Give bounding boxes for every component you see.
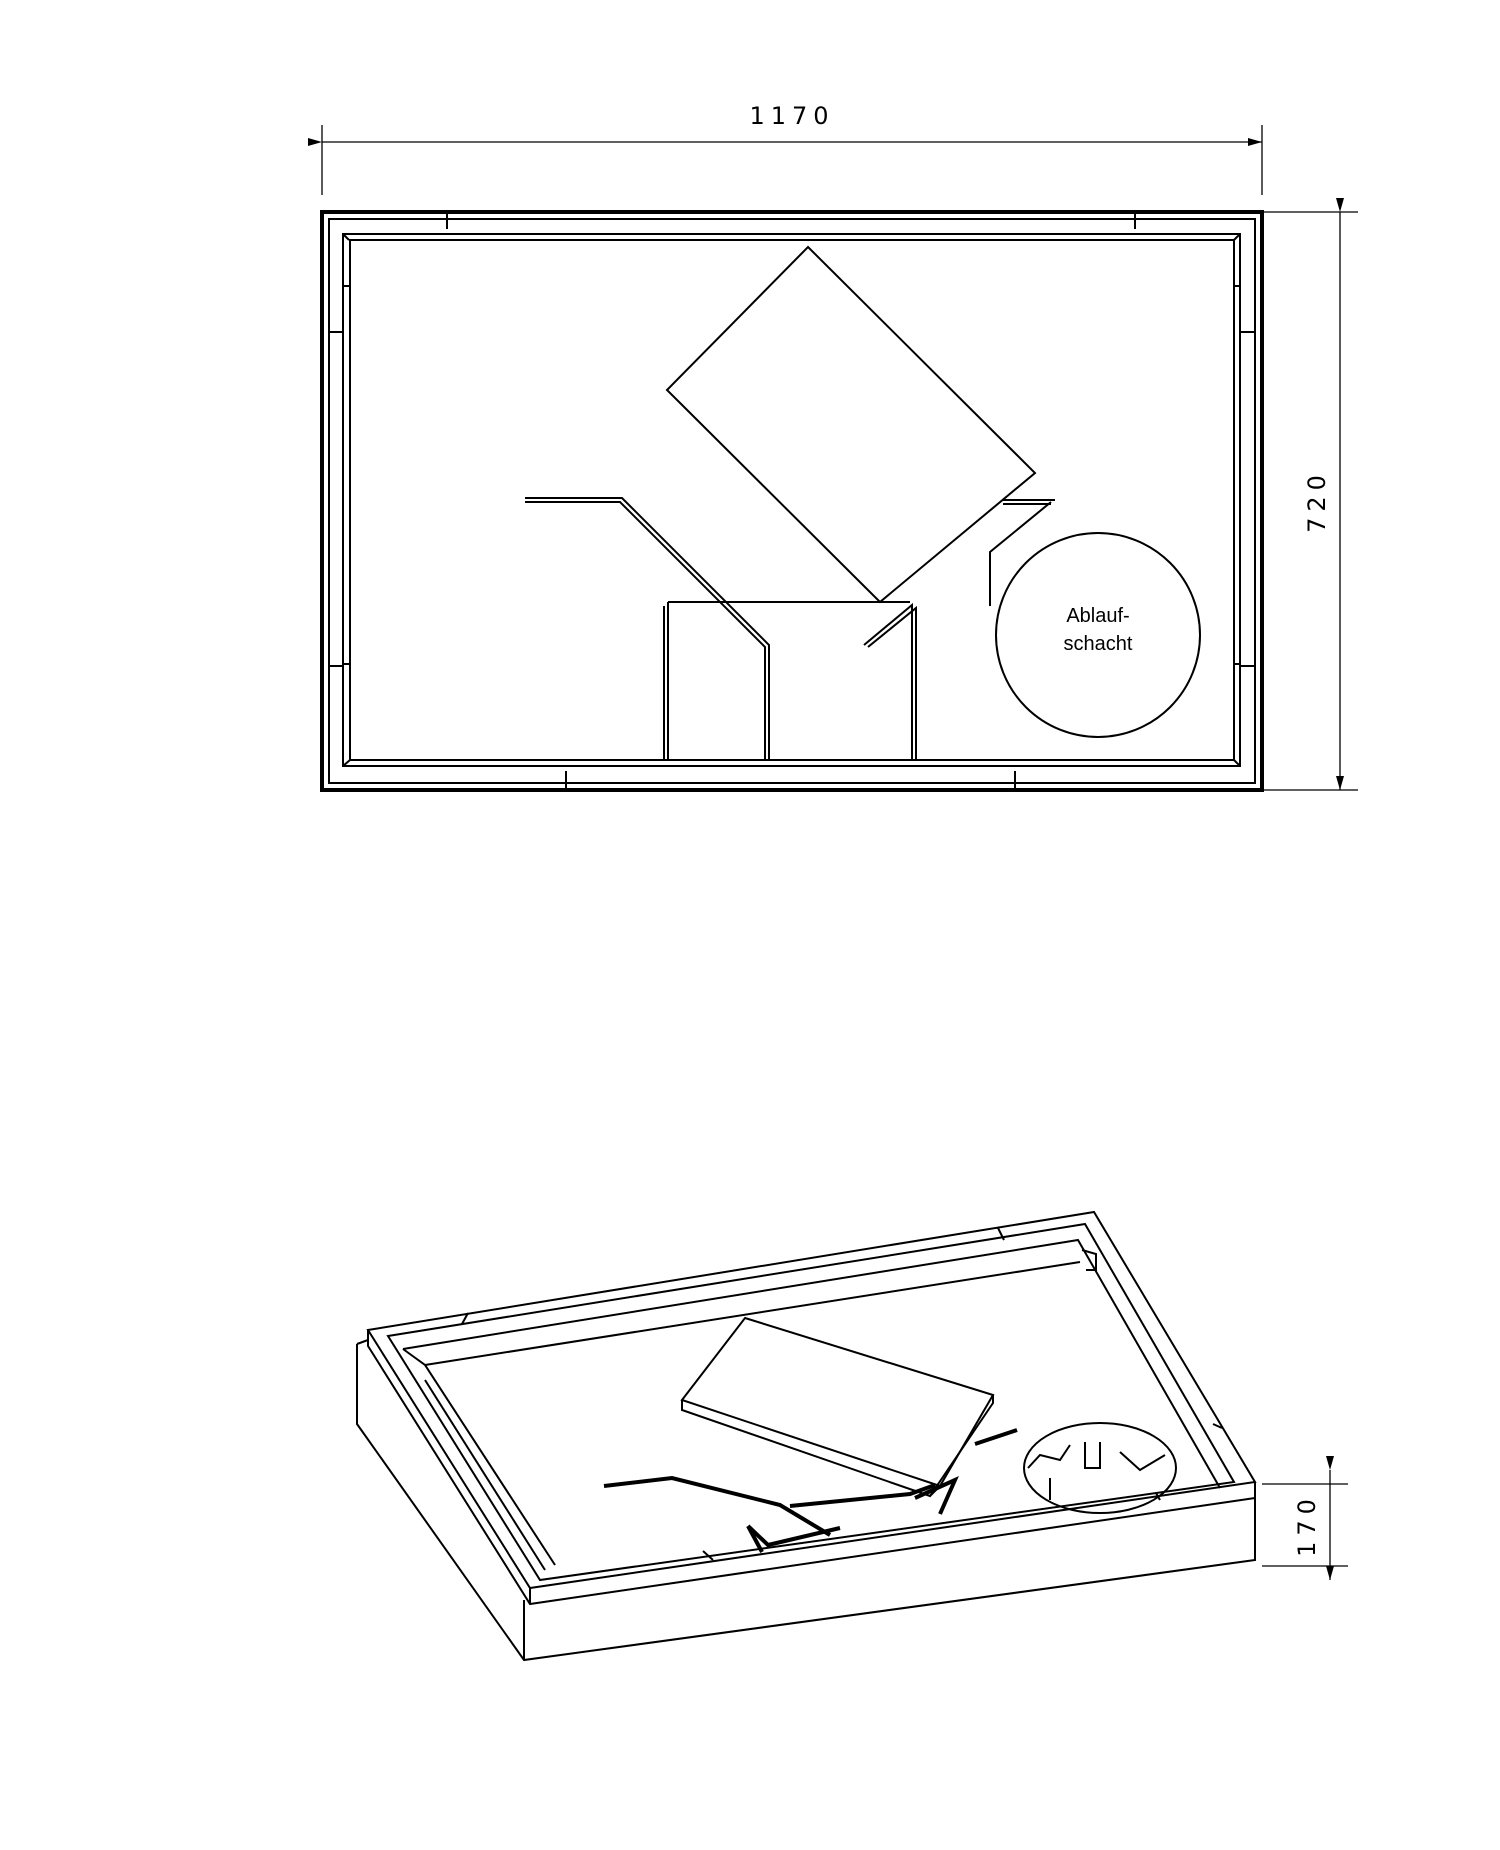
drain-shaft-label-line2: schacht [1064,633,1133,655]
drain-channel [525,497,1055,760]
width-dimension: 1170 [308,102,1263,195]
drain-cover-plate [665,245,1037,604]
tray-frame [320,210,1264,792]
iso-base-box [356,1339,1256,1662]
depth-dimension: 720 [1262,198,1358,791]
iso-drain-shaft [1023,1422,1177,1514]
drain-shaft-label-line1: Ablauf- [1066,605,1129,627]
height-dimension-label: 170 [1293,1493,1321,1557]
plan-view: 1170 720 [308,102,1358,792]
height-dimension: 170 [1262,1456,1348,1580]
width-dimension-label: 1170 [749,102,834,130]
drain-shaft: Ablauf- schacht [995,532,1201,738]
isometric-view: 170 [356,1210,1348,1662]
iso-top-rim [366,1210,1257,1606]
depth-dimension-label: 720 [1303,469,1331,533]
iso-drain-channel [603,1428,1018,1553]
iso-cover-plate [680,1316,995,1498]
